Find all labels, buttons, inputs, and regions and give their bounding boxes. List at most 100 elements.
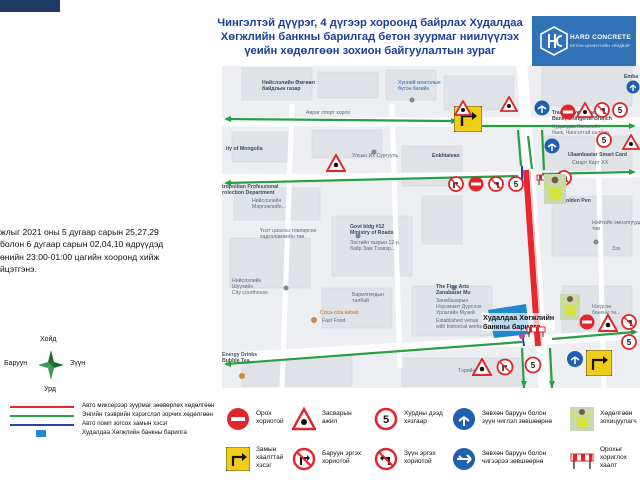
- map-block: [411, 285, 493, 337]
- route-legend: Авто миксерээр зуурмаг зөөвөрлөх хөдөлгө…: [10, 402, 260, 438]
- roadworks-icon: [292, 407, 316, 431]
- map-label: Enkhtaivan: [432, 153, 460, 159]
- legend-row-mixer: Авто миксерээр зуурмаг зөөвөрлөх хөдөлгө…: [10, 402, 260, 411]
- map-label: Ulaanbaatar Smart Card: [568, 152, 628, 158]
- traffic-officer-icon: [560, 294, 580, 320]
- map-label: The Fine Arts Zanabazar Mu: [436, 284, 471, 296]
- legend-sign-label: Хурдны дээд хязгаар: [404, 410, 443, 425]
- svg-text:5: 5: [627, 338, 632, 347]
- roadworks-icon: [454, 100, 472, 116]
- legend-line-red: [10, 406, 74, 408]
- traffic-officer-icon: [570, 407, 594, 431]
- compass-rose: Хойд Баруун Зүүн Урд: [0, 330, 90, 393]
- legend-row-normal: Энгийн тээврийн хэрэгслэл зорчих хөдөлгө…: [10, 411, 260, 420]
- roadworks-icon: [622, 134, 640, 150]
- normal-route: [541, 170, 633, 176]
- compass-east: Зүүн: [70, 360, 86, 367]
- map-canvas: [222, 66, 640, 388]
- normal-route: [526, 135, 534, 170]
- no-entry-icon: [468, 176, 484, 192]
- map-label: Үнэт цаасны төвлөрсөн хадгаламжийн төв: [260, 228, 317, 240]
- map-pin: [451, 285, 457, 291]
- legend-sign-speed: 5 Хурдны дээд хязгаар: [374, 404, 474, 438]
- legend-sign-barrier: Орохыг хориглох хаалт: [570, 444, 640, 478]
- legend-label: Худалдаа Хөгжлийн банкны барилга: [82, 429, 187, 436]
- food-pin: [239, 373, 245, 379]
- svg-text:5: 5: [514, 180, 519, 189]
- map-label: Нэгдсэн банкны тө...: [592, 304, 621, 316]
- logo-name: HARD CONCRETE: [570, 34, 631, 41]
- logo-tagline: БЕТОН ЦЕМЕНТИЙН ҮЙЛДВЭР: [570, 43, 631, 48]
- map-block: [321, 287, 393, 329]
- map-label: Emba: [624, 74, 639, 80]
- speed-limit-icon: 5: [612, 102, 628, 118]
- roadworks-icon: [598, 314, 618, 332]
- route-arrowhead: [224, 361, 231, 367]
- street-center: [389, 103, 403, 369]
- roadworks-icon: [500, 96, 518, 112]
- svg-text:5: 5: [531, 361, 536, 370]
- legend-label: Энгийн тээврийн хэрэгслэл зорчих хөдөлгө…: [82, 411, 213, 418]
- compass-south: Урд: [44, 386, 56, 393]
- speed-limit-icon: 5: [524, 356, 542, 374]
- hc-logo-icon: [540, 26, 568, 56]
- no-entry-icon: [579, 314, 595, 330]
- legend-sign-label: Зүүн эргэх хориотой: [404, 450, 436, 465]
- compass-west: Баруун: [4, 360, 28, 367]
- map-marker: [519, 333, 525, 339]
- barrier-icon: [570, 453, 594, 469]
- normal-route: [540, 129, 546, 171]
- map-label: Нийтийн эмнэлгүүдийн төв: [592, 220, 640, 232]
- legend-sign-no-left: Зүүн эргэх хориотой: [374, 444, 474, 478]
- map-label: Зээ: [612, 246, 621, 252]
- legend-row-building: Худалдаа Хөгжлийн банкны барилга: [10, 429, 260, 438]
- no-left-turn-icon: [374, 447, 398, 471]
- map-pin: [593, 239, 599, 245]
- route-arrowhead: [224, 180, 231, 186]
- legend-sign-keep-left-right: Зөвхөн баруун болон зүүн чиглэл зөвшөөрн…: [452, 404, 562, 438]
- map-pin: [283, 285, 289, 291]
- legend-building-swatch: [36, 430, 46, 437]
- map-label: Авраг спорт хороо: [306, 110, 351, 116]
- route-arrowhead: [549, 381, 555, 388]
- food-pin: [311, 317, 317, 323]
- map-block: [311, 129, 383, 159]
- map-block: [443, 75, 515, 111]
- page-title: Чингэлтэй дүүрэг, 4 дүгээр хороонд байрл…: [205, 16, 535, 58]
- compass-icon: [38, 350, 64, 380]
- map-block: [317, 71, 379, 99]
- svg-text:5: 5: [618, 106, 623, 115]
- detour-icon: [586, 350, 612, 376]
- no-entry-icon: [560, 104, 576, 120]
- company-logo: HARD CONCRETE БЕТОН ЦЕМЕНТИЙН ҮЙЛДВЭР: [532, 16, 636, 66]
- no-left-turn-icon: [621, 314, 637, 330]
- map-label: Смарт Карт ХХ: [572, 160, 609, 166]
- no-entry-icon: [227, 408, 249, 430]
- sign-legend: Орох хориотой Засварын ажил 5 Хурдны дээ…: [222, 402, 640, 480]
- keep-right-left-icon: [567, 351, 583, 367]
- map-label: Нийслэлийн Мэргэжлийн...: [252, 198, 286, 210]
- legend-sign-no-entry: Орох хориотой: [226, 404, 326, 438]
- route-arrowhead: [631, 329, 638, 335]
- compass-north: Хойд: [40, 336, 57, 343]
- map-label: Golden Pen: [562, 198, 591, 204]
- svg-text:5: 5: [383, 414, 389, 426]
- schedule-info: жлыг 2021 оны 5 дугаар сарын 25,27,29 бо…: [0, 226, 210, 276]
- map-pin: [409, 97, 415, 103]
- map-block: [551, 195, 633, 257]
- traffic-officer-icon: [544, 174, 566, 204]
- info-line-1: жлыг 2021 оны 5 дугаар сарын 25,27,29: [0, 227, 159, 237]
- map-label: Занабазарын Нэрэмжит Дүрслэх Урлагийн Му…: [436, 298, 482, 316]
- street-map[interactable]: Нийслэлийн Өмгөөл байдлын газар Авраг сп…: [222, 66, 640, 388]
- map-block: [233, 187, 321, 221]
- route-arrowhead: [629, 123, 636, 129]
- legend-sign-roadworks: Засварын ажил: [292, 404, 392, 438]
- map-block: [541, 66, 633, 107]
- speed-limit-icon: 5: [508, 176, 524, 192]
- route-arrowhead: [521, 381, 527, 388]
- no-right-turn-icon: [448, 176, 464, 192]
- map-block: [385, 69, 437, 101]
- map-label: Засгийн газрын 12-р байр Зам Тээвэр...: [350, 240, 399, 252]
- legend-sign-label: Зөвхөн баруун болон зүүн чиглэл зөвшөөрн…: [482, 410, 552, 425]
